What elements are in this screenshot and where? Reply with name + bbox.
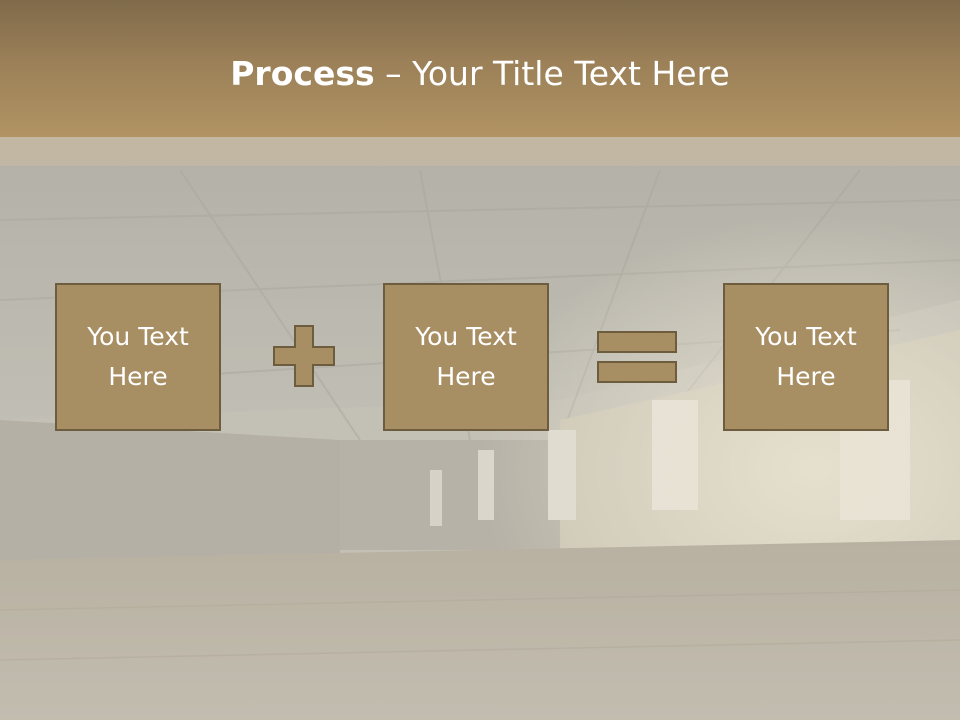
title-underband: [0, 137, 960, 166]
plus-icon: [273, 325, 335, 387]
process-box-3[interactable]: You Text Here: [723, 283, 889, 431]
process-box-2[interactable]: You Text Here: [383, 283, 549, 431]
slide-title-rest: – Your Title Text Here: [374, 54, 730, 93]
slide-title: Process – Your Title Text Here: [0, 52, 960, 96]
process-box-1[interactable]: You Text Here: [55, 283, 221, 431]
process-box-1-label: You Text Here: [87, 322, 189, 391]
process-box-3-label: You Text Here: [755, 322, 857, 391]
slide-title-bold: Process: [230, 54, 375, 93]
title-bar: [0, 0, 960, 137]
equals-icon: [597, 331, 677, 383]
process-box-2-label: You Text Here: [415, 322, 517, 391]
